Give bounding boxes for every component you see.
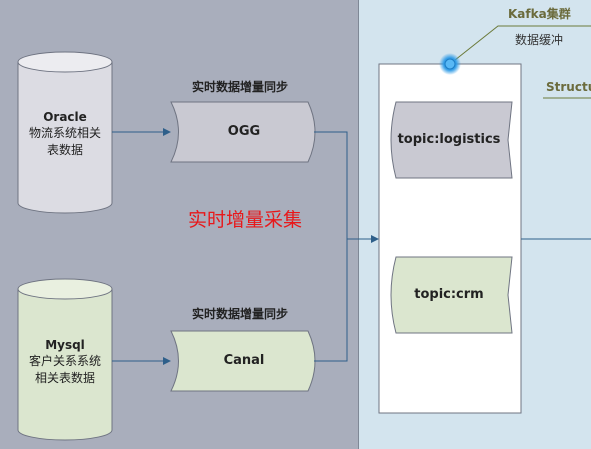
kafka-callout-line (449, 25, 591, 65)
ogg-to-kafka-connector (314, 131, 348, 239)
oracle-subtitle-line1: 物流系统相关 (28, 126, 101, 140)
structured-label: Structu (546, 80, 591, 94)
canal-to-kafka-connector (314, 239, 348, 362)
oracle-title: Oracle (43, 110, 87, 124)
ogg-label: OGG (227, 124, 261, 139)
mysql-cylinder (17, 278, 113, 441)
topic-crm-shape (390, 256, 513, 334)
mysql-subtitle-line2: 相关表数据 (34, 371, 95, 385)
sync-label-bottom: 实时数据增量同步 (191, 307, 288, 321)
sync-label-top: 实时数据增量同步 (191, 80, 288, 94)
mysql-subtitle-line1: 客户关系系统 (28, 354, 101, 368)
oracle-cylinder (17, 51, 113, 214)
kafka-cluster-title: Kafka集群 (508, 7, 571, 21)
oracle-subtitle-line2: 表数据 (46, 143, 83, 157)
kafka-cluster-subtitle: 数据缓冲 (515, 33, 564, 47)
topic-crm-label: topic:crm (414, 287, 484, 302)
topic-logistics-shape (390, 101, 513, 179)
canal-label: Canal (223, 353, 265, 368)
topic-logistics-label: topic:logistics (397, 132, 501, 147)
ogg-node-shape (170, 101, 316, 163)
realtime-collection-label: 实时增量采集 (187, 209, 302, 231)
canal-node-shape (170, 330, 316, 392)
mysql-title: Mysql (45, 338, 85, 352)
